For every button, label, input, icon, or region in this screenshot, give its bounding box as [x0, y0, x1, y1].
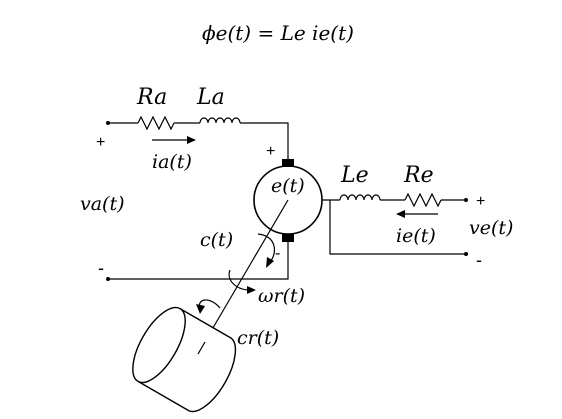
brush-bottom: [282, 234, 294, 242]
armature-inductor-label: La: [196, 85, 225, 110]
load-cylinder: [132, 306, 237, 413]
excitation-resistor: [404, 192, 442, 208]
torque-label: c(t): [200, 229, 233, 251]
excitation-current-label: ie(t): [396, 225, 436, 247]
excitation-current-arrowhead: [396, 210, 405, 218]
excitation-terminal-bottom: [464, 252, 468, 256]
speed-arrowhead: [247, 286, 256, 294]
load-torque-arrowhead: [196, 304, 205, 314]
flux-equation: ϕe(t) = Le ie(t): [202, 21, 354, 45]
excitation-inductor-label: Le: [340, 163, 369, 188]
armature-voltage-label: va(t): [80, 193, 125, 215]
excitation-resistor-label: Re: [403, 163, 434, 188]
motor-minus-sign: -: [275, 245, 280, 262]
armature-minus-sign: -: [98, 258, 104, 278]
armature-current-label: ia(t): [152, 151, 192, 173]
motor-plus-sign: +: [266, 143, 275, 160]
armature-current-arrowhead: [187, 136, 196, 144]
armature-plus-sign: +: [96, 134, 105, 151]
motor-shaft: [199, 199, 289, 351]
speed-rotation-arrow: [228, 269, 251, 291]
excitation-plus-sign: +: [476, 193, 485, 210]
excitation-terminal-top: [464, 198, 468, 202]
brush-top: [282, 159, 294, 167]
load-torque-label: cr(t): [237, 327, 279, 349]
excitation-inductor: [339, 194, 381, 201]
armature-resistor-label: Ra: [136, 85, 167, 110]
torque-arrowhead: [266, 257, 274, 268]
armature-resistor: [137, 115, 175, 131]
speed-label: ωr(t): [258, 285, 305, 307]
emf-label: e(t): [271, 175, 305, 197]
armature-inductor: [199, 117, 241, 124]
excitation-voltage-label: ve(t): [469, 217, 513, 239]
torque-rotation-arrow: [257, 233, 276, 263]
excitation-minus-sign: -: [476, 250, 482, 270]
